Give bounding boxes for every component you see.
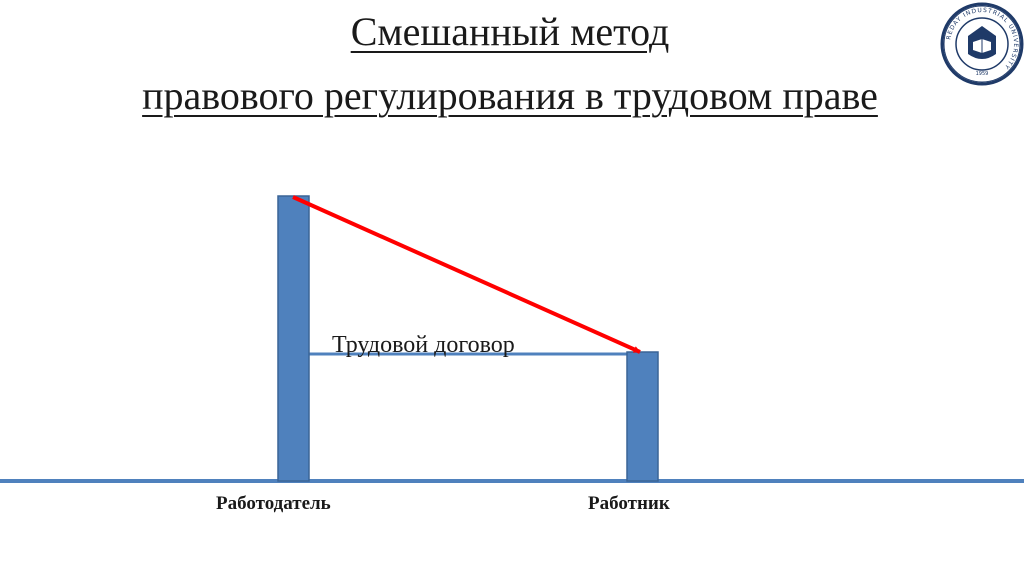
employee-pillar: [626, 351, 659, 482]
slide-title-line-2: правового регулирования в трудовом праве: [142, 73, 878, 118]
employer-label: Работодатель: [216, 493, 331, 514]
employee-label: Работник: [588, 493, 670, 514]
employer-pillar: [277, 195, 310, 482]
directive-arrow: [292, 195, 641, 354]
university-seal-icon: REDAY INDUSTRIAL UNIVERSITY 1959: [940, 2, 1024, 86]
contract-label: Трудовой договор: [332, 332, 515, 358]
slide-title-line-1: Смешанный метод: [350, 9, 670, 54]
logo-year: 1959: [976, 71, 989, 77]
